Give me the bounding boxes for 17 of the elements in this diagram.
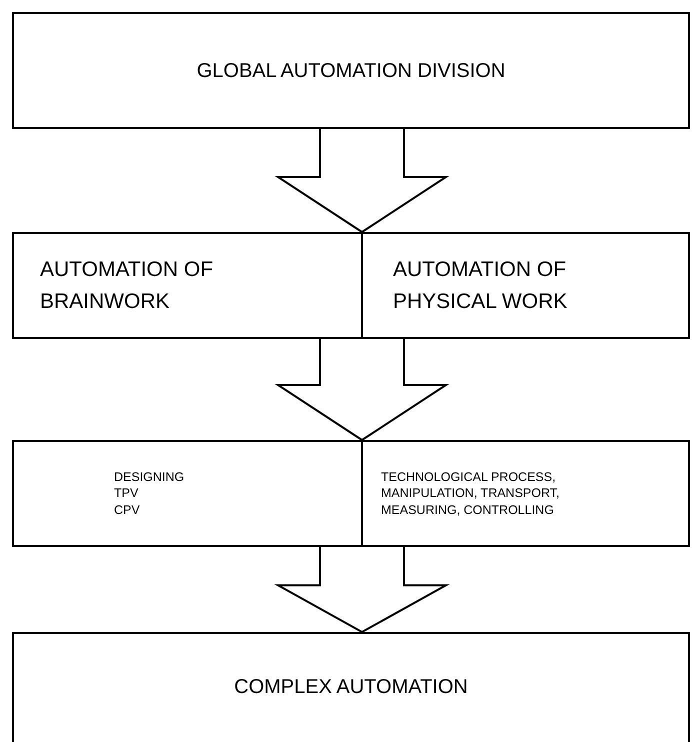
box-label: COMPLEX AUTOMATION <box>234 675 468 699</box>
box-label: AUTOMATION OF BRAINWORK <box>40 257 214 314</box>
process-box <box>12 440 363 547</box>
box-label: AUTOMATION OF PHYSICAL WORK <box>393 257 568 314</box>
process-box <box>361 440 690 547</box>
box-label: DESIGNING <box>114 469 184 486</box>
box-label: TECHNOLOGICAL PROCESS, MANIPULATION, TRANSPORT, MEASURING, CONTROLLING <box>381 469 561 518</box>
process-box <box>12 12 690 129</box>
process-box <box>12 632 690 742</box>
process-box <box>361 232 690 339</box>
process-box <box>12 232 363 339</box>
block-arrow <box>274 546 450 634</box>
box-label: GLOBAL AUTOMATION DIVISION <box>196 58 506 82</box>
box-label: TPV <box>114 485 138 502</box>
box-label: CPV <box>114 502 140 518</box>
block-arrow <box>274 128 450 234</box>
block-arrow <box>274 338 450 442</box>
